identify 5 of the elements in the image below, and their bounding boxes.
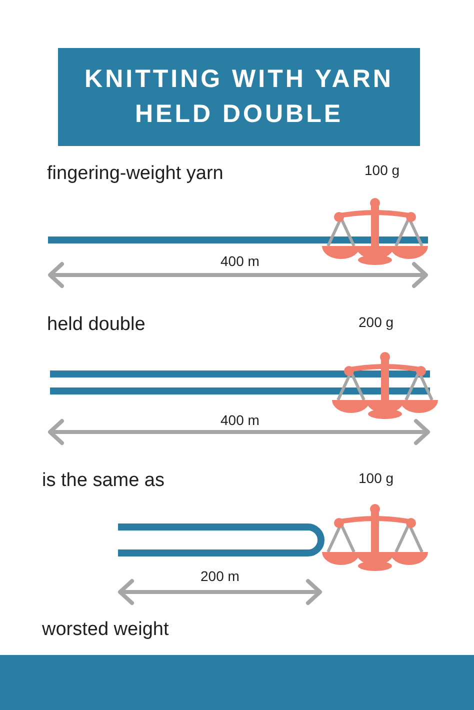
section-heading: is the same as (42, 470, 164, 492)
section-heading: fingering-weight yarn (47, 163, 224, 185)
section-heading: held double (47, 314, 146, 336)
title-banner: KNITTING WITH YARN HELD DOUBLE (58, 48, 420, 146)
section-heading: worsted weight (42, 619, 169, 641)
